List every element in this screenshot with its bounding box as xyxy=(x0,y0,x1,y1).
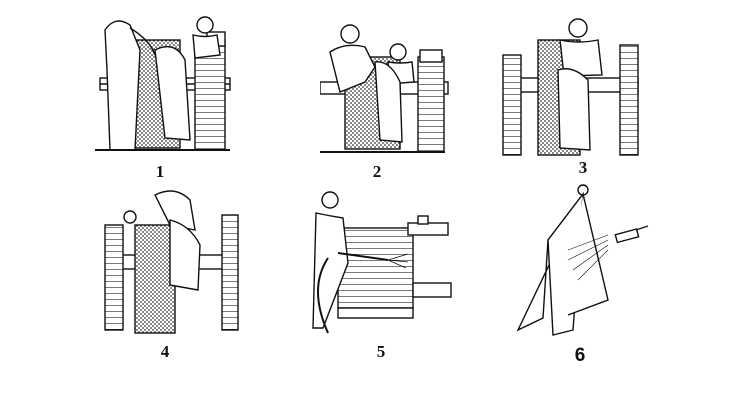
step-3-illustration xyxy=(502,18,639,156)
step-5-panel xyxy=(308,188,453,338)
step-1-panel xyxy=(95,10,235,160)
step-4-panel xyxy=(100,185,240,335)
step-number-5: 5 xyxy=(376,342,386,361)
step-number-3: 3 xyxy=(578,158,588,177)
step-2-panel xyxy=(320,12,450,157)
step-6-illustration xyxy=(516,184,649,336)
step-3-panel xyxy=(498,10,643,158)
step-number-2: 2 xyxy=(372,162,382,181)
step-2-illustration xyxy=(320,24,449,153)
step-number-1: 1 xyxy=(155,162,165,181)
step-4-illustration xyxy=(104,190,239,334)
step-number-4: 4 xyxy=(160,342,170,361)
step-5-illustration xyxy=(312,191,452,334)
step-1-illustration xyxy=(95,16,231,151)
step-6-panel xyxy=(508,180,653,340)
step-number-6: 6 xyxy=(574,345,586,366)
